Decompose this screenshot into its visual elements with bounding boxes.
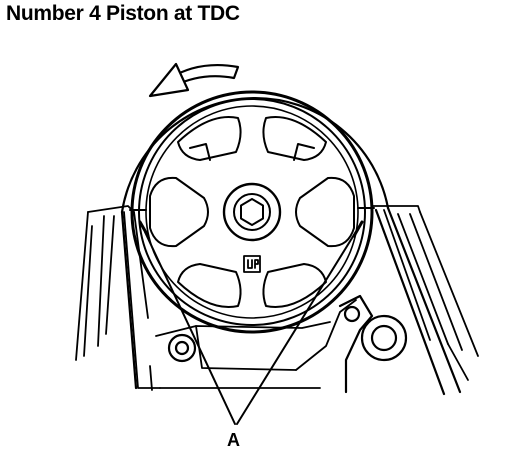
tensioner-pulley (338, 294, 408, 394)
callout-a-leaders (144, 229, 358, 425)
engine-block-right (371, 205, 479, 381)
up-mark-icon (243, 255, 261, 273)
lower-cover (155, 299, 357, 389)
pulley-spoke-windows (149, 116, 355, 308)
callout-a-label: A (227, 430, 240, 450)
diagram-title: Number 4 Piston at TDC (6, 2, 240, 25)
tdc-marks (129, 207, 375, 238)
idler-pulley (167, 333, 197, 363)
hex-bolt-icon (240, 198, 264, 226)
rotation-arrow-icon (148, 62, 240, 98)
camshaft-pulley (129, 90, 375, 334)
engine-block (75, 205, 161, 391)
pulley-hub (222, 182, 282, 242)
